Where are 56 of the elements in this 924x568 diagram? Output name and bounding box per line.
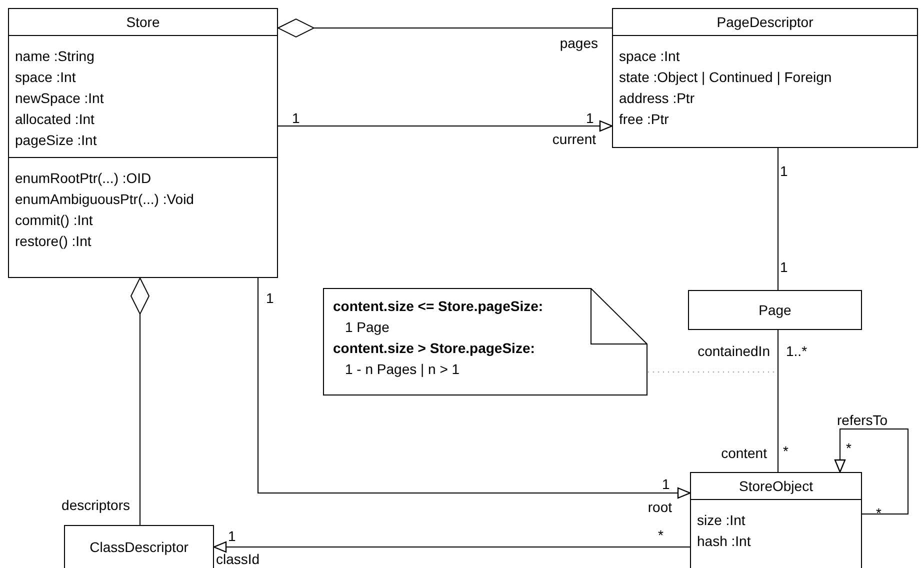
attribute: pageSize :Int — [15, 131, 97, 150]
association-line — [834, 428, 908, 514]
multiplicity: 1 — [228, 528, 236, 544]
class-box — [8, 8, 278, 278]
attribute: newSpace :Int — [15, 89, 104, 108]
attribute: name :String — [15, 47, 94, 66]
note-text: content.size <= Store.pageSize: — [333, 297, 544, 316]
class-box — [612, 8, 918, 148]
association-line — [258, 278, 691, 499]
method: restore() :Int — [15, 232, 92, 251]
role-name: root — [648, 499, 672, 515]
aggregation-line — [278, 18, 612, 38]
method: enumAmbiguousPtr(...) :Void — [15, 190, 194, 209]
class-box — [64, 525, 214, 568]
note-text: content.size > Store.pageSize: — [333, 339, 535, 358]
multiplicity: 1 — [662, 476, 670, 492]
role-name: containedIn — [698, 343, 770, 359]
multiplicity: content — [721, 445, 767, 461]
class-name: StoreObject — [691, 473, 861, 500]
association-line — [213, 541, 690, 553]
multiplicity: * — [658, 527, 664, 543]
attribute: size :Int — [697, 511, 746, 530]
multiplicity: * — [876, 505, 882, 521]
role-name: pages — [560, 35, 598, 51]
class-name: PageDescriptor — [613, 9, 917, 36]
aggregation-line — [130, 278, 150, 526]
multiplicity: 1 — [780, 163, 788, 179]
multiplicity: 1 — [780, 259, 788, 275]
multiplicity: 1 — [586, 110, 594, 126]
note-text: 1 - n Pages | n > 1 — [345, 360, 460, 379]
multiplicity: * — [783, 443, 788, 459]
attribute: free :Ptr — [619, 110, 669, 129]
role-name: current — [552, 131, 596, 147]
method: commit() :Int — [15, 211, 93, 230]
note-text: 1 Page — [345, 318, 390, 337]
association-line — [278, 120, 613, 132]
class-box — [690, 472, 862, 568]
attribute: address :Ptr — [619, 89, 694, 108]
note-box — [323, 288, 648, 396]
role-name: refersTo — [837, 412, 888, 428]
attribute: space :Int — [15, 68, 76, 87]
multiplicity: 1 — [292, 110, 300, 126]
role-name: descriptors — [62, 497, 130, 513]
method: enumRootPtr(...) :OID — [15, 169, 152, 188]
class-name: Store — [9, 9, 277, 36]
multiplicity: * — [846, 440, 852, 456]
multiplicity: 1..* — [786, 343, 808, 359]
attribute: state :Object | Continued | Foreign — [619, 68, 832, 87]
class-name: Page — [758, 301, 792, 320]
attribute: space :Int — [619, 47, 680, 66]
class-box — [688, 290, 862, 330]
role-name: classId — [216, 551, 260, 567]
attribute: allocated :Int — [15, 110, 94, 129]
class-name: ClassDescriptor — [88, 538, 190, 557]
multiplicity: 1 — [266, 290, 274, 306]
attribute: hash :Int — [697, 532, 751, 551]
